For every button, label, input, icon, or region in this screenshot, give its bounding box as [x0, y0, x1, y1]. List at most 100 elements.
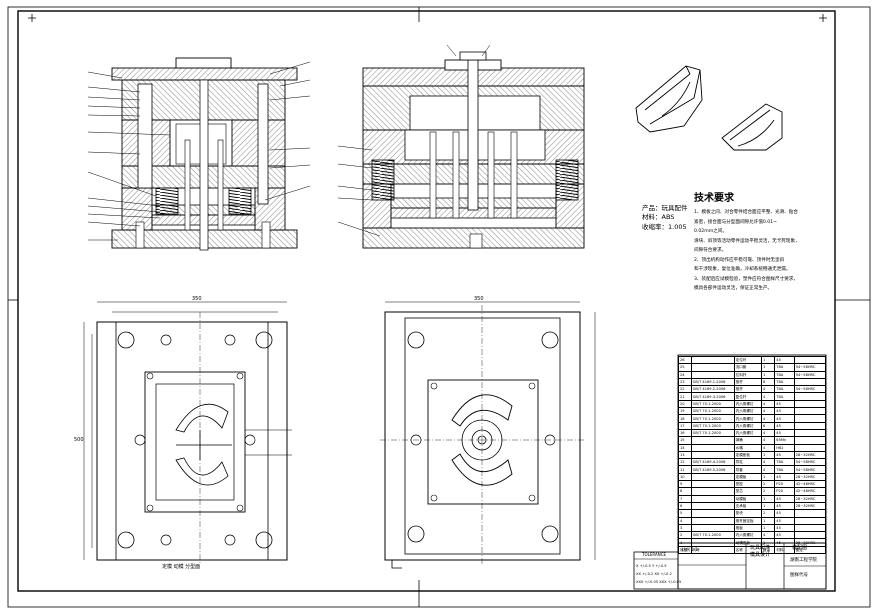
bom-cell: 1 — [761, 472, 776, 482]
bom-cell: 17 — [678, 421, 692, 430]
bom-cell — [690, 443, 735, 452]
drawing-number: 图样代号 — [790, 573, 808, 578]
left-plan-view — [83, 301, 292, 565]
part-isometric-sketches — [635, 65, 783, 151]
product-label: 产品：玩具配件 — [642, 204, 688, 212]
tech-requirements-list: 1、模板之间、对合零件结合面应平整、光滑、贴合紧密，接合面与分型面间隙允许值0.… — [694, 208, 834, 294]
bom-cell: 1 — [678, 538, 692, 547]
bom-cell: 推杆 — [733, 385, 763, 394]
scale-row: 比例 1:1 — [682, 547, 698, 552]
bom-cell — [690, 355, 735, 365]
bom-cell: 水嘴 — [733, 443, 763, 452]
tech-req-line: 模具各部件运动灵活，保证正常生产。 — [694, 286, 773, 291]
bom-cell: 推板 — [733, 523, 763, 533]
bom-cell — [690, 370, 735, 379]
bom-cell — [690, 538, 735, 547]
bom-cell: 45 — [774, 472, 795, 482]
tolerance-title: TOLERANCE — [642, 552, 667, 557]
left-height-dim: 500 — [74, 437, 84, 443]
material-label: 材料：ABS — [642, 213, 675, 221]
tech-req-title: 技术要求 — [694, 193, 734, 204]
bom-cell: 支承板 — [733, 501, 763, 511]
bom-cell: 4 — [761, 385, 776, 394]
bom-cell: 42~46HRC — [793, 487, 827, 496]
right-section-view — [337, 44, 585, 249]
bom-cell — [690, 501, 735, 511]
bom-cell: 18 — [678, 414, 692, 423]
bom-cell: GB/T 70.1-2000 — [690, 421, 735, 430]
bom-cell: 19 — [678, 407, 692, 416]
bom-cell: 1 — [761, 516, 776, 525]
tech-req-line: 3、装配后应试模检验，塑件应符合图样尺寸要求， — [694, 276, 798, 282]
bom-cell: P20 — [774, 487, 795, 496]
tech-req-line: 滑块、斜顶等活动零件运动平稳灵活，无卡死现象， — [694, 238, 800, 244]
bom-cell: 45 — [774, 399, 795, 409]
bom-cell — [690, 363, 735, 372]
bom-cell: 12 — [678, 458, 692, 467]
tech-req-line: 和干涉现象，复位准确，冷却系统畅通无泄漏。 — [694, 267, 791, 272]
left-width-dim: 350 — [192, 296, 202, 302]
bom-cell: 拉料杆 — [733, 370, 763, 379]
bom-cell: 45 — [774, 407, 795, 416]
bom-cell: 45 — [774, 414, 795, 423]
bom-cell: 3 — [678, 523, 692, 533]
bom-cell: 推杆 — [733, 377, 763, 387]
bom-cell: GB/T 4169.2-2006 — [690, 385, 735, 394]
bom-cell — [793, 523, 827, 533]
bom-cell: 45 — [774, 531, 795, 540]
bom-cell: 推杆固定板 — [733, 516, 763, 525]
bom-cell: 8 — [678, 487, 692, 496]
tech-req-line: 紧密，接合面与分型面间隙允许值0.01~ — [694, 219, 777, 225]
bom-cell: 浇口套 — [733, 363, 763, 372]
bom-cell: 65Mn — [774, 436, 795, 445]
bom-cell: 8 — [761, 377, 776, 387]
bom-cell: 45 — [774, 509, 795, 518]
bom-cell: 45 — [774, 450, 795, 460]
right-plan-view — [380, 301, 596, 569]
bom-cell: 24 — [678, 370, 692, 379]
bom-cell: 28~32HRC — [793, 494, 827, 503]
bom-cell: 28~32HRC — [793, 501, 827, 511]
bom-cell: 23 — [678, 377, 692, 387]
bom-cell: 动模板 — [733, 494, 763, 503]
bom-cell: 45 — [774, 355, 795, 365]
bom-cell: 1 — [761, 523, 776, 533]
bom-cell: 11 — [678, 465, 692, 474]
bom-cell: 45 — [774, 421, 795, 430]
tech-req-line: 0.02mm之间。 — [694, 229, 727, 234]
bom-cell: GB/T 4169.5-2006 — [690, 465, 735, 474]
bom-cell: GB/T 70.1-2000 — [690, 414, 735, 423]
tolerance-row: XXX +/-0.05 XXX +/-0.05 — [636, 580, 682, 584]
left-caption: 定模 动模 分型面 — [162, 564, 201, 570]
bom-cell: 54~58HRC — [793, 385, 827, 394]
bom-cell — [793, 392, 827, 401]
bom-cell: GB/T 70.1-2000 — [690, 399, 735, 409]
bom-cell — [793, 443, 827, 452]
bom-cell — [793, 436, 827, 445]
bom-cell: 45 — [774, 494, 795, 503]
bom-cell: 内六角螺钉 — [733, 428, 763, 438]
bom-cell: 4 — [761, 465, 776, 474]
bom-cell: 45 — [774, 516, 795, 525]
bom-cell: T8A — [774, 377, 795, 387]
design-title-2: 模具设计 — [750, 552, 771, 558]
bom-cell: 9 — [678, 480, 692, 489]
tolerance-row: X +/-0.5 Y +/-0.5 — [636, 564, 667, 568]
bom-cell: 内六角螺钉 — [733, 531, 763, 540]
bom-cell: 1 — [761, 450, 776, 460]
tech-req-line: 2、顶出机构动作应平稳可靠、顶件时无歪斜 — [694, 257, 785, 263]
